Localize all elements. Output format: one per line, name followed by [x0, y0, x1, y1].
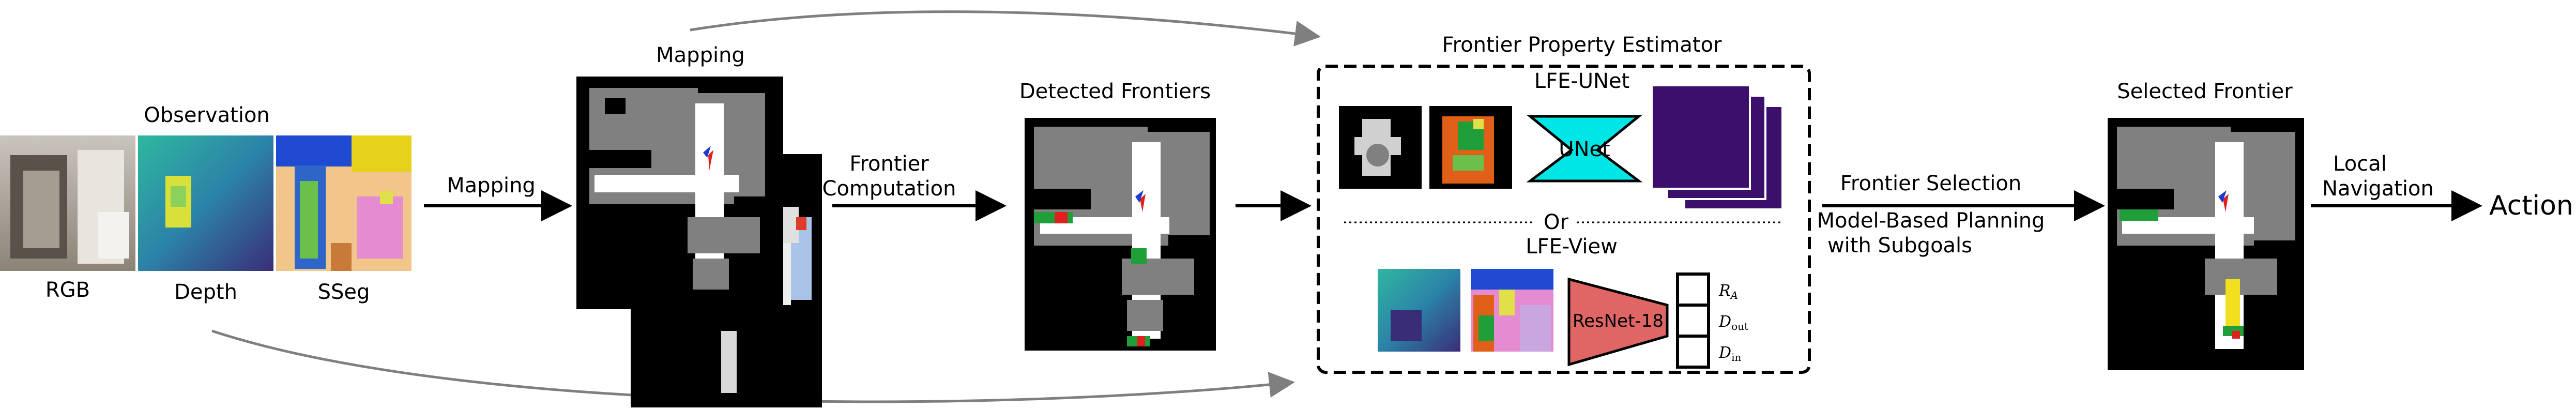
depth-label: Depth	[174, 280, 237, 304]
selected-frontier-map	[2108, 118, 2304, 370]
estimator-dashed-box	[1317, 65, 1811, 374]
lfe-view-title: LFE-View	[1526, 235, 1618, 259]
model-planning-label-1: Model-Based Planning	[1817, 209, 2045, 233]
unet-block-label: UNet	[1559, 138, 1610, 161]
view-sseg-image	[1471, 269, 1553, 352]
resnet-block	[1567, 277, 1669, 367]
output-ra-sub: A	[1730, 289, 1738, 301]
action-label: Action	[2489, 190, 2573, 221]
view-output-cells	[1676, 272, 1710, 369]
output-dout-sub: out	[1731, 320, 1748, 332]
resnet-block-label: ResNet-18	[1573, 311, 1664, 331]
occupancy-map-front	[576, 77, 783, 309]
frontier-computation-label-2: Computation	[822, 177, 956, 201]
or-label-bg	[1535, 211, 1577, 234]
frontier-computation-label-1: Frontier	[849, 152, 929, 176]
unet-input-map-2	[1429, 106, 1512, 189]
estimator-title: Frontier Property Estimator	[1442, 33, 1722, 57]
model-planning-label-2: with Subgoals	[1827, 234, 1972, 257]
output-din: Din	[1718, 344, 1741, 363]
output-dout: Dout	[1718, 313, 1748, 332]
detected-frontiers-map	[1025, 118, 1216, 351]
sseg-image	[276, 135, 411, 271]
selected-frontier-title: Selected Frontier	[2117, 80, 2293, 103]
unet-block	[1526, 115, 1643, 183]
top-skip-arrow	[690, 10, 1321, 47]
mapping-title: Mapping	[656, 43, 745, 67]
frontier-selection-label: Frontier Selection	[1840, 172, 2021, 195]
local-navigation-label-2: Navigation	[2322, 177, 2434, 201]
depth-image	[138, 135, 273, 271]
output-din-sub: in	[1731, 351, 1741, 363]
rgb-label: RGB	[45, 278, 90, 302]
view-depth-image	[1378, 269, 1460, 352]
local-navigation-label-1: Local	[2333, 152, 2387, 176]
observation-title: Observation	[144, 103, 270, 127]
lfe-unet-title: LFE-UNet	[1534, 69, 1630, 93]
detected-frontiers-title: Detected Frontiers	[1019, 80, 1211, 103]
mapping-arrow-label: Mapping	[447, 174, 536, 198]
rgb-image	[0, 135, 135, 271]
or-label: Or	[1544, 210, 1568, 234]
unet-output-stack	[1651, 84, 1784, 210]
sseg-label: SSeg	[318, 280, 370, 304]
output-ra: RA	[1718, 282, 1738, 301]
unet-input-map-1	[1339, 106, 1422, 189]
